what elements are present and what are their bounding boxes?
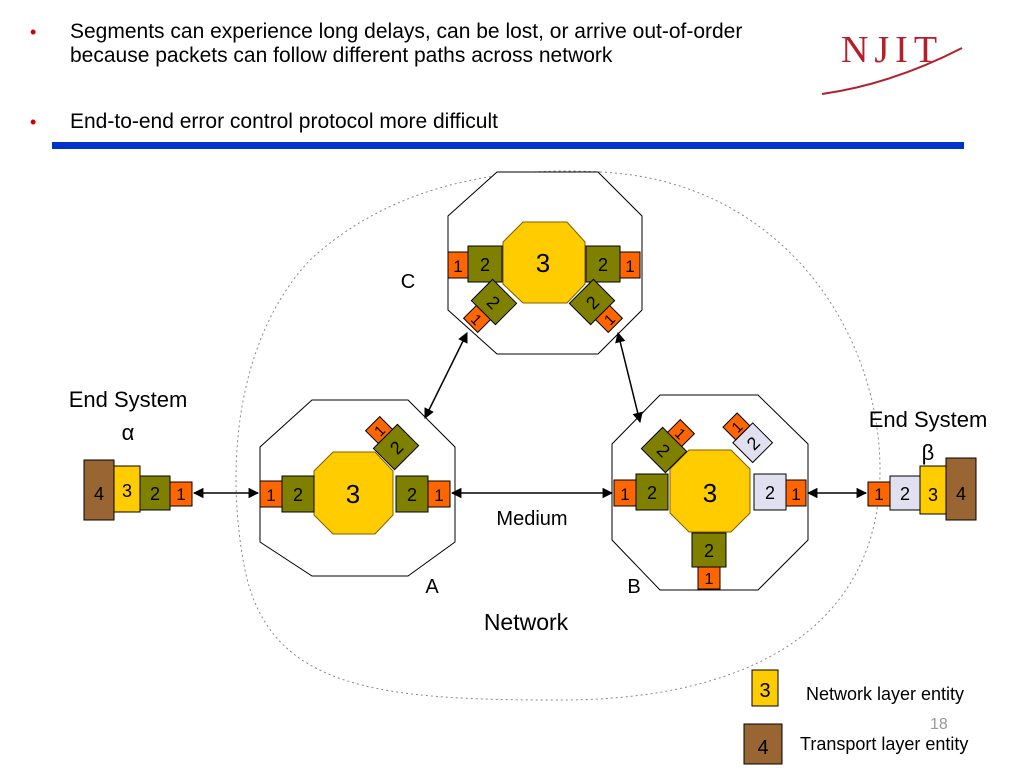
page-number: 18 <box>930 716 948 733</box>
network-label: Network <box>484 609 569 635</box>
njit-logo: NJIT <box>812 28 972 100</box>
node-a-label: A <box>425 576 439 598</box>
beta-layer2-label: 2 <box>900 484 910 504</box>
node-a-layer3-label: 3 <box>346 479 360 509</box>
node-b-layer1-right <box>785 479 807 507</box>
beta-layer3-label: 3 <box>928 485 938 505</box>
node-c-layer1-right-label: 1 <box>625 257 634 276</box>
node-a-layer2-right-label: 2 <box>407 485 417 505</box>
legend: 3 Network layer entity 4 Transport layer… <box>743 669 968 765</box>
end-system-beta: 1 2 3 4 <box>867 457 977 521</box>
title-divider <box>52 142 964 149</box>
alpha-layer4 <box>83 459 115 521</box>
link-c-b <box>615 331 643 424</box>
alpha-layer2 <box>139 475 171 511</box>
node-c-layer1-right <box>619 251 641 279</box>
node-a-layer2-left <box>281 475 315 513</box>
node-b-port-upper-left: 2 1 <box>640 418 696 474</box>
end-system-alpha-title: End System <box>69 387 188 412</box>
node-b-layer2-left <box>635 473 669 511</box>
node-b: 3 1 2 2 1 2 1 2 1 2 1 <box>611 394 809 591</box>
node-a-layer2-right <box>395 475 429 513</box>
bullet-item-1: • Segments can experience long delays, c… <box>30 20 800 100</box>
node-a-layer1-right <box>427 480 451 508</box>
node-c-layer1-left-label: 1 <box>453 257 462 276</box>
beta-layer4-label: 4 <box>956 484 966 504</box>
node-b-network-entity <box>669 449 751 533</box>
node-b-layer1-bottom <box>697 566 721 590</box>
node-b-layer1-right-label: 1 <box>791 485 800 504</box>
end-system-alpha-symbol: α <box>122 420 135 445</box>
legend-number-network: 3 <box>759 680 770 702</box>
alpha-layer4-label: 4 <box>94 484 104 504</box>
node-c-network-entity <box>502 221 586 304</box>
alpha-layer3-label: 3 <box>122 481 132 501</box>
beta-layer1-label: 1 <box>874 485 883 504</box>
node-b-port-upper-right: 2 1 <box>722 412 774 464</box>
node-b-layer2-bottom-label: 2 <box>704 541 714 561</box>
beta-layer3 <box>919 465 947 515</box>
node-c-layer2-left <box>467 245 503 283</box>
legend-label-network: Network layer entity <box>806 684 964 704</box>
logo-swoosh <box>821 47 963 95</box>
legend-label-transport: Transport layer entity <box>800 734 968 754</box>
node-c-port-lower-right: 2 1 <box>568 278 624 334</box>
node-c-layer2-right-label: 2 <box>598 255 608 275</box>
alpha-layer1 <box>169 481 193 507</box>
node-b-layer2-right <box>753 473 787 511</box>
node-a-layer1-right-label: 1 <box>434 486 443 505</box>
alpha-layer2-label: 2 <box>150 484 160 504</box>
node-c-label: C <box>401 271 415 293</box>
end-system-beta-symbol: β <box>922 440 935 465</box>
legend-number-transport: 4 <box>757 737 768 759</box>
logo-text: NJIT <box>840 29 944 71</box>
node-b-layer3-label: 3 <box>703 478 717 508</box>
node-a-layer2-left-label: 2 <box>293 485 303 505</box>
legend-swatch-transport <box>743 723 783 765</box>
node-b-layer1-bottom-label: 1 <box>705 571 714 588</box>
node-b-layer1-left-label: 1 <box>620 485 629 504</box>
bullet-marker: • <box>30 112 37 132</box>
bullet-text: End-to-end error control protocol more d… <box>70 110 498 133</box>
node-b-label: B <box>627 576 640 598</box>
node-c: 3 1 2 2 1 2 1 2 1 <box>447 171 643 355</box>
node-a-layer1-left-label: 1 <box>266 486 275 505</box>
medium-label: Medium <box>496 508 567 530</box>
beta-layer4 <box>945 457 977 521</box>
node-c-layer2-left-label: 2 <box>480 255 490 275</box>
bullet-item-2: • End-to-end error control protocol more… <box>30 110 800 140</box>
alpha-layer3 <box>113 465 141 513</box>
bullet-text: Segments can experience long delays, can… <box>70 20 743 67</box>
legend-swatch-network <box>751 669 779 707</box>
node-c-layer3-label: 3 <box>536 248 550 278</box>
bullet-marker: • <box>30 22 37 42</box>
node-a-port-upper-right: 2 1 <box>364 415 420 471</box>
alpha-layer1-label: 1 <box>176 485 185 504</box>
node-a: 3 1 2 2 1 2 1 <box>259 399 456 577</box>
end-system-beta-title: End System <box>869 407 988 432</box>
end-system-alpha: 4 3 2 1 <box>83 459 193 521</box>
node-b-layer2-left-label: 2 <box>647 483 657 503</box>
node-b-layer2-right-label: 2 <box>765 483 775 503</box>
link-a-c <box>424 332 468 419</box>
node-c-port-lower-left: 2 1 <box>462 278 518 334</box>
